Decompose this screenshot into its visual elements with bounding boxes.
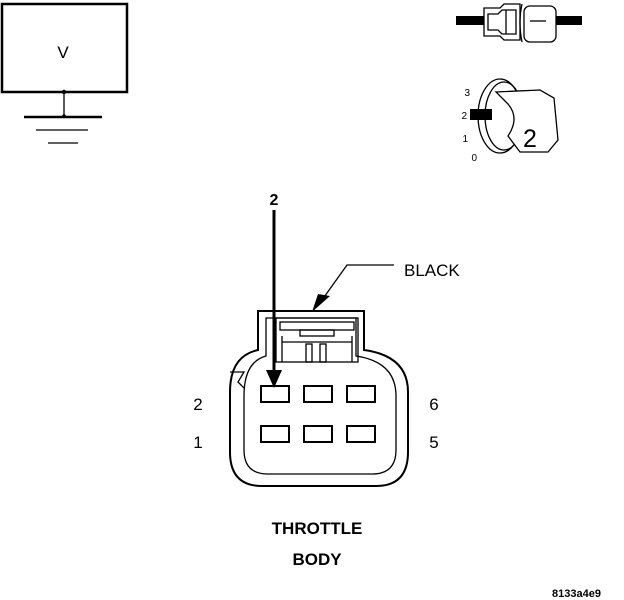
pin-cavity-3	[303, 425, 333, 443]
connector-color-label: BLACK	[404, 261, 460, 280]
pin-cavity-5	[346, 425, 376, 443]
dial-mark-2: 2	[461, 111, 467, 122]
dial-mark-3: 3	[464, 88, 470, 99]
pin-label-1: 1	[193, 433, 202, 452]
dial-mark-1: 1	[462, 134, 468, 145]
figure-id: 8133a4e9	[552, 588, 601, 600]
connector-keyway	[230, 371, 246, 389]
color-callout: BLACK	[312, 261, 460, 312]
callout-arrow-icon	[312, 294, 330, 312]
pin-label-5: 5	[429, 433, 438, 452]
pin-cavity-4	[303, 385, 333, 403]
pin-cavity-2	[260, 385, 290, 403]
component-name-line2: BODY	[292, 550, 342, 569]
pin-label-6: 6	[429, 395, 438, 414]
ground-icon	[24, 115, 102, 144]
dial-position: 2	[523, 125, 537, 153]
throttle-body-connector	[229, 310, 409, 487]
probe-terminal-icon	[456, 3, 582, 43]
dial-mark-0: 0	[471, 153, 477, 164]
pin-cavity-6	[346, 385, 376, 403]
pin-cavity-1	[260, 425, 290, 443]
arrow-head-icon	[266, 370, 282, 388]
voltmeter-label: V	[57, 43, 69, 62]
connector-outer-shell	[229, 310, 409, 487]
component-name-line1: THROTTLE	[272, 519, 363, 538]
probe-number: 2	[270, 192, 279, 209]
selector-dial-icon: 3 2 1 0 2	[461, 78, 559, 164]
voltmeter: V	[0, 2, 129, 144]
probe-arrow: 2	[266, 192, 282, 388]
connector-inner-shell	[243, 317, 397, 475]
connector-lock-tab	[275, 317, 359, 363]
pin-label-2: 2	[193, 395, 202, 414]
